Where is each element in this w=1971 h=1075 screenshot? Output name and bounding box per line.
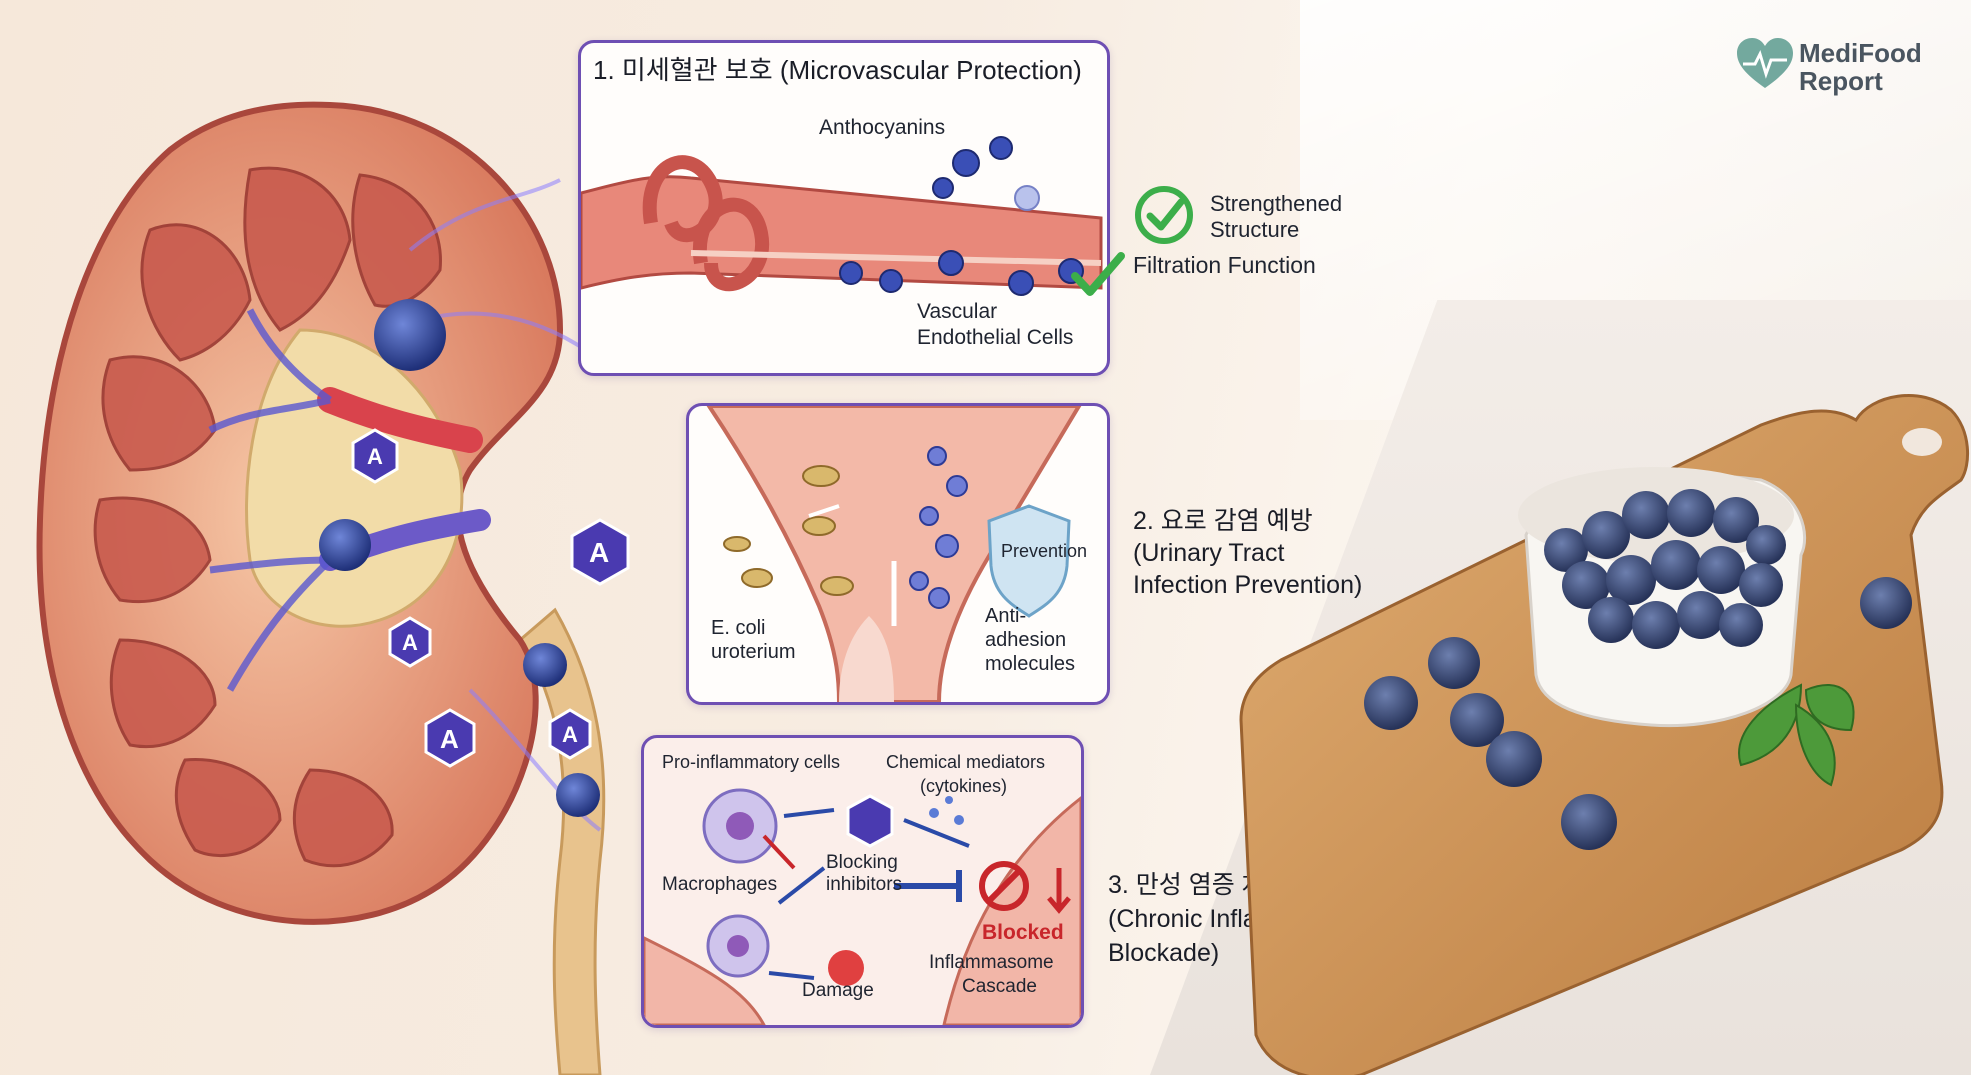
brand-name-line1: MediFood (1799, 38, 1922, 68)
anthocyanin-badge: A (440, 724, 459, 754)
check-circle-icon (1135, 186, 1193, 244)
benefit-strengthened-line1: Strengthened (1210, 191, 1343, 216)
section3-title-line3: Blockade) (1108, 939, 1220, 967)
panel1-title: 1. 미세혈관 보호 (Microvascular Protection) (593, 55, 1082, 85)
blueberry-in-kidney (374, 299, 446, 371)
check-icon (1071, 252, 1125, 296)
label-cascade-line2: Cascade (962, 976, 1037, 997)
label-pro-cells: Pro-inflammatory cells (662, 752, 841, 772)
label-macrophages: Macrophages (662, 874, 778, 895)
label-endothelial-line1: Vascular (917, 300, 998, 323)
label-anti-line2: adhesion (985, 629, 1067, 651)
label-mediators-line1: Chemical mediators (886, 752, 1046, 772)
label-blocked: Blocked (982, 921, 1064, 944)
cutting-board-illustration (1239, 394, 1970, 1075)
inflammation-panel: Pro-inflammatory cells Chemical mediator… (641, 735, 1084, 1028)
section2-title-line2: (Urinary Tract (1133, 539, 1285, 567)
label-ecoli-line1: E. coli (711, 617, 766, 639)
label-blocking-line1: Blocking (826, 852, 898, 873)
benefit-strengthened-line2: Structure (1210, 217, 1300, 242)
anthocyanin-badge: A (562, 722, 578, 747)
anthocyanin-badge: A (402, 630, 418, 655)
section2-title-line1: 2. 요로 감염 예방 (1133, 507, 1313, 535)
label-blocking-line2: inhibitors (826, 874, 903, 895)
anthocyanin-badge: A (589, 537, 610, 568)
label-anthocyanins: Anthocyanins (819, 116, 946, 139)
shield-icon: Prevention (1001, 541, 1088, 561)
label-anti-line3: molecules (985, 653, 1076, 675)
microvascular-panel: 1. 미세혈관 보호 (Microvascular Protection) An… (578, 40, 1110, 376)
benefit-filtration: Filtration Function (1133, 252, 1316, 278)
inflammation-illustration (644, 788, 1081, 1025)
anthocyanin-badge: A (367, 444, 383, 469)
heart-leaf-icon (1737, 38, 1793, 88)
capillary-illustration (581, 136, 1103, 296)
label-damage: Damage (802, 980, 874, 1001)
label-mediators-line2: (cytokines) (920, 776, 1008, 796)
kidney-illustration (36, 101, 630, 1075)
urinary-panel: E. coli uroterium Prevention Anti- adhes… (686, 403, 1110, 705)
brand-name-line2: Report (1799, 66, 1883, 96)
label-ecoli-line2: uroterium (711, 641, 796, 663)
label-anti-line1: Anti- (985, 605, 1027, 627)
brand-logo: MediFood Report (1735, 36, 1955, 96)
label-endothelial-line2: Endothelial Cells (917, 326, 1074, 349)
section2-title-line3: Infection Prevention) (1133, 571, 1363, 599)
urinary-tract-illustration (706, 406, 1082, 702)
label-cascade-line1: Inflammasome (929, 952, 1054, 973)
